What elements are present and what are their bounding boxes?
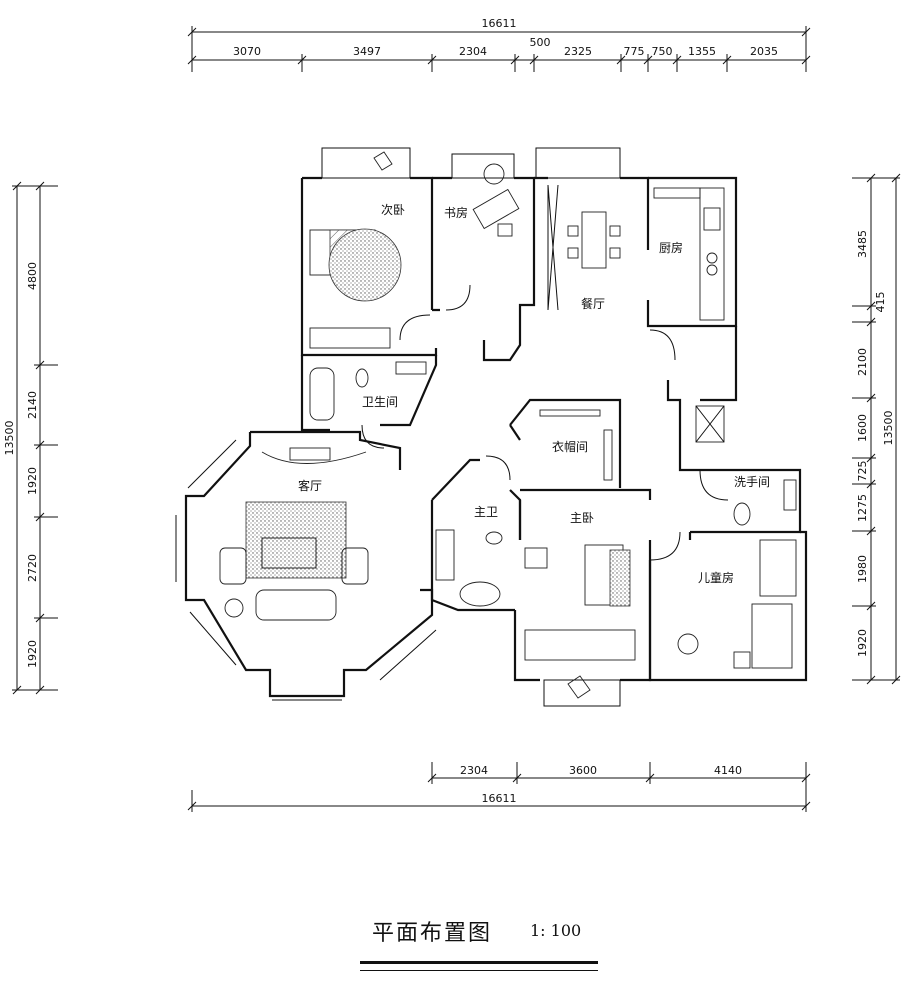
right-dim-2: 415 <box>874 292 887 313</box>
top-dim-4: 500 <box>530 36 551 49</box>
room-master-bath-label: 主卫 <box>474 505 498 519</box>
right-dim-7: 1980 <box>856 555 869 583</box>
title-underline-thin <box>360 970 598 971</box>
room-bedroom2-label: 次卧 <box>381 203 405 217</box>
left-dim-1: 4800 <box>26 262 39 290</box>
top-dim-9: 2035 <box>750 45 778 58</box>
left-dim-3: 1920 <box>26 467 39 495</box>
top-dimension-lines <box>187 26 811 72</box>
right-dimension-lines <box>852 173 901 685</box>
top-dim-3: 2304 <box>459 45 487 58</box>
top-total-dim: 16611 <box>482 17 517 30</box>
right-dim-6: 1275 <box>856 494 869 522</box>
top-dim-8: 1355 <box>688 45 716 58</box>
walls <box>175 147 808 707</box>
room-dining-label: 餐厅 <box>581 296 605 311</box>
bottom-dim-3: 4140 <box>714 764 742 777</box>
bottom-total-dim: 16611 <box>482 792 517 805</box>
bottom-dim-1: 2304 <box>460 764 488 777</box>
room-closet-label: 衣帽间 <box>552 439 588 454</box>
drawing-scale: 1: 100 <box>530 921 582 940</box>
right-dim-8: 1920 <box>856 629 869 657</box>
room-bathroom-label: 卫生间 <box>362 395 398 409</box>
left-total-dim: 13500 <box>3 421 16 456</box>
top-dim-7: 750 <box>652 45 673 58</box>
bottom-dimension-lines <box>187 762 811 812</box>
right-dim-4: 1600 <box>856 414 869 442</box>
drawing-title: 平面布置图 <box>372 921 493 946</box>
left-dim-5: 1920 <box>26 640 39 668</box>
room-master-bed-label: 主卧 <box>570 511 594 525</box>
room-kids-label: 儿童房 <box>698 570 734 585</box>
left-dimension-lines <box>12 181 58 695</box>
room-study-label: 书房 <box>444 205 468 220</box>
left-dim-4: 2720 <box>26 554 39 582</box>
right-total-dim: 13500 <box>882 411 895 446</box>
title-underline-thick <box>360 961 598 964</box>
top-dim-1: 3070 <box>233 45 261 58</box>
left-dim-2: 2140 <box>26 391 39 419</box>
room-living-label: 客厅 <box>298 478 322 493</box>
room-kitchen-label: 厨房 <box>659 240 683 255</box>
right-dim-3: 2100 <box>856 348 869 376</box>
top-dim-6: 775 <box>624 45 645 58</box>
room-washroom-label: 洗手间 <box>734 475 770 489</box>
top-dim-2: 3497 <box>353 45 381 58</box>
bottom-dim-2: 3600 <box>569 764 597 777</box>
top-dim-5: 2325 <box>564 45 592 58</box>
right-dim-5: 725 <box>856 461 869 482</box>
furniture <box>219 151 797 699</box>
right-dim-1: 3485 <box>856 230 869 258</box>
